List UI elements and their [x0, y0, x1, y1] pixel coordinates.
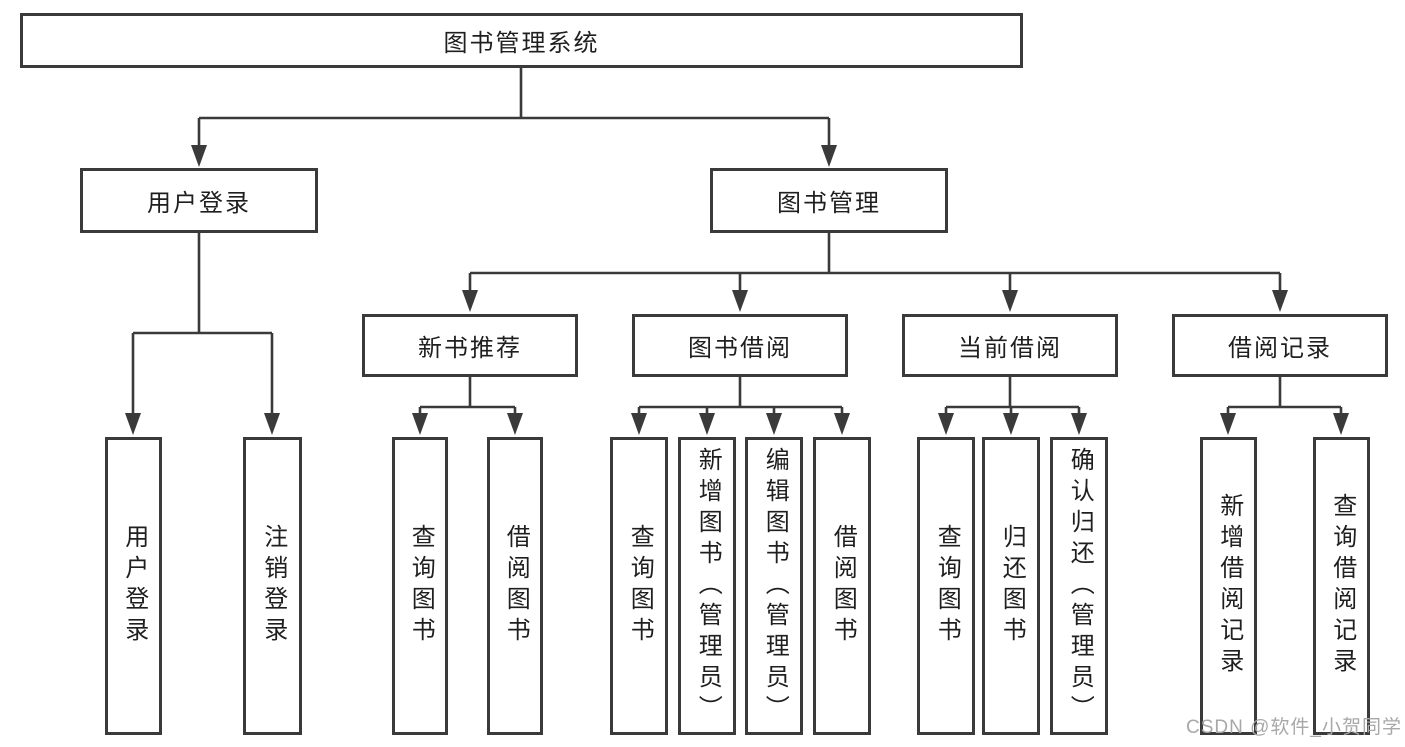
- leaf-confirm-return-admin: 确认归还（管理员）: [1050, 437, 1108, 735]
- node-current-borrowing: 当前借阅: [902, 314, 1118, 377]
- node-borrowing-records: 借阅记录: [1172, 314, 1388, 377]
- leaf-borrow-books-recommend: 借阅图书: [487, 437, 543, 735]
- node-book-management: 图书管理: [710, 168, 948, 233]
- leaf-logout-label: 注销登录: [259, 524, 287, 648]
- leaf-borrow-books: 借阅图书: [813, 437, 871, 735]
- leaf-query-borrow-record: 查询借阅记录: [1313, 437, 1370, 735]
- leaf-return-books: 归还图书: [982, 437, 1040, 735]
- node-library-system: 图书管理系统: [20, 13, 1023, 68]
- leaf-add-book-admin-label: 新增图书（管理员）: [694, 446, 722, 726]
- leaf-add-borrow-record: 新增借阅记录: [1200, 437, 1257, 735]
- leaf-query-books-recommend: 查询图书: [392, 437, 448, 735]
- leaf-query-books-recommend-label: 查询图书: [407, 524, 435, 648]
- node-book-management-label: 图书管理: [777, 190, 881, 217]
- leaf-query-books-borrow: 查询图书: [610, 437, 668, 735]
- leaf-query-books-current-label: 查询图书: [933, 524, 961, 648]
- leaf-query-borrow-record-label: 查询借阅记录: [1328, 493, 1356, 679]
- leaf-add-book-admin: 新增图书（管理员）: [678, 437, 736, 735]
- leaf-query-books-borrow-label: 查询图书: [626, 524, 654, 648]
- leaf-borrow-books-recommend-label: 借阅图书: [502, 524, 530, 648]
- node-user-login: 用户登录: [80, 168, 318, 233]
- leaf-borrow-books-label: 借阅图书: [829, 524, 857, 648]
- leaf-user-login: 用户登录: [105, 437, 162, 735]
- node-new-book-recommend: 新书推荐: [362, 314, 578, 377]
- watermark: CSDN @软件_小贺同学: [1186, 717, 1402, 738]
- node-book-borrowing-label: 图书借阅: [688, 335, 792, 362]
- leaf-user-login-label: 用户登录: [120, 524, 148, 648]
- node-new-book-recommend-label: 新书推荐: [418, 335, 522, 362]
- node-user-login-label: 用户登录: [147, 190, 251, 217]
- node-library-system-label: 图书管理系统: [443, 30, 600, 57]
- leaf-return-books-label: 归还图书: [998, 524, 1026, 648]
- node-current-borrowing-label: 当前借阅: [958, 335, 1062, 362]
- leaf-logout: 注销登录: [243, 437, 302, 735]
- leaf-add-borrow-record-label: 新增借阅记录: [1215, 493, 1243, 679]
- node-book-borrowing: 图书借阅: [632, 314, 848, 377]
- leaf-edit-book-admin-label: 编辑图书（管理员）: [761, 446, 789, 726]
- leaf-confirm-return-admin-label: 确认归还（管理员）: [1066, 446, 1094, 726]
- leaf-edit-book-admin: 编辑图书（管理员）: [745, 437, 803, 735]
- leaf-query-books-current: 查询图书: [917, 437, 975, 735]
- node-borrowing-records-label: 借阅记录: [1228, 335, 1332, 362]
